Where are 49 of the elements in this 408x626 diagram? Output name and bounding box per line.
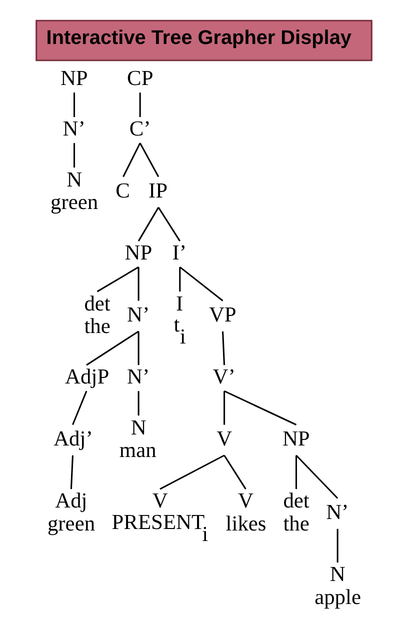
node-text: C’ [129, 116, 151, 141]
node-text: V [216, 426, 232, 451]
node-text: N man [119, 415, 156, 462]
connector [138, 267, 140, 301]
connector [179, 267, 181, 292]
node-text: V’ [212, 364, 236, 389]
connector [74, 92, 76, 118]
connector [179, 266, 224, 302]
node-text: IP [148, 178, 168, 203]
connector [138, 331, 140, 366]
node-text: N’ [62, 116, 86, 141]
connector [336, 528, 338, 563]
node-text: N’ [326, 500, 349, 524]
node-text: det the [283, 488, 310, 536]
connector [122, 142, 141, 178]
connector [138, 391, 140, 416]
connector [139, 142, 160, 178]
node-text: NP [124, 240, 152, 265]
diagram-title: Interactive Tree Grapher Display [46, 27, 352, 50]
node-text: VP [208, 302, 236, 327]
node-text: N apple [314, 562, 361, 610]
connector [224, 391, 226, 425]
node-text: NP [60, 66, 88, 90]
node-text: N’ [127, 364, 150, 389]
connector [139, 92, 141, 118]
connector [296, 454, 338, 499]
node-text: NP [282, 426, 310, 451]
connector [224, 454, 246, 490]
node-text: I’ [172, 240, 187, 265]
node-text: AdjP [65, 364, 110, 389]
node-text: V likes [226, 488, 266, 536]
connector [224, 390, 297, 426]
connector [70, 455, 74, 490]
node-text: Adj’ [54, 426, 93, 451]
node-text: det the [84, 291, 110, 338]
connector [138, 206, 160, 242]
connector [222, 331, 226, 366]
connector [86, 330, 139, 366]
node-text: N green [50, 167, 98, 214]
connector [158, 206, 181, 242]
connector [96, 266, 139, 292]
connector [160, 454, 225, 490]
node-text: CP [127, 66, 154, 90]
connector [72, 390, 88, 426]
node-text: N’ [127, 302, 150, 327]
connector [295, 455, 297, 490]
connector [74, 143, 76, 168]
node-text: Adj green [47, 488, 96, 536]
node-text: C [116, 178, 130, 203]
